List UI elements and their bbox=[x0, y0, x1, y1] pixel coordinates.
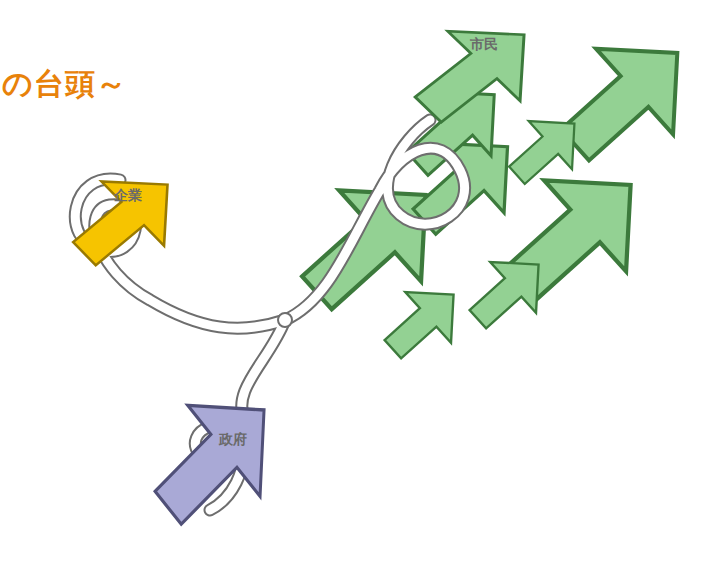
arrow-outline bbox=[60, 160, 190, 280]
node-label: 企業 bbox=[114, 188, 142, 203]
arrow-outline bbox=[140, 375, 290, 545]
arrow-shape: 市民 bbox=[400, 8, 550, 138]
node-label: 市民 bbox=[470, 37, 498, 52]
arrow-outline bbox=[400, 8, 550, 138]
arrow-shape: 企業 bbox=[60, 160, 190, 280]
arrow-shape: 政府 bbox=[140, 375, 290, 545]
title-text: の台頭～ bbox=[2, 64, 127, 105]
node-label: 政府 bbox=[219, 432, 247, 447]
